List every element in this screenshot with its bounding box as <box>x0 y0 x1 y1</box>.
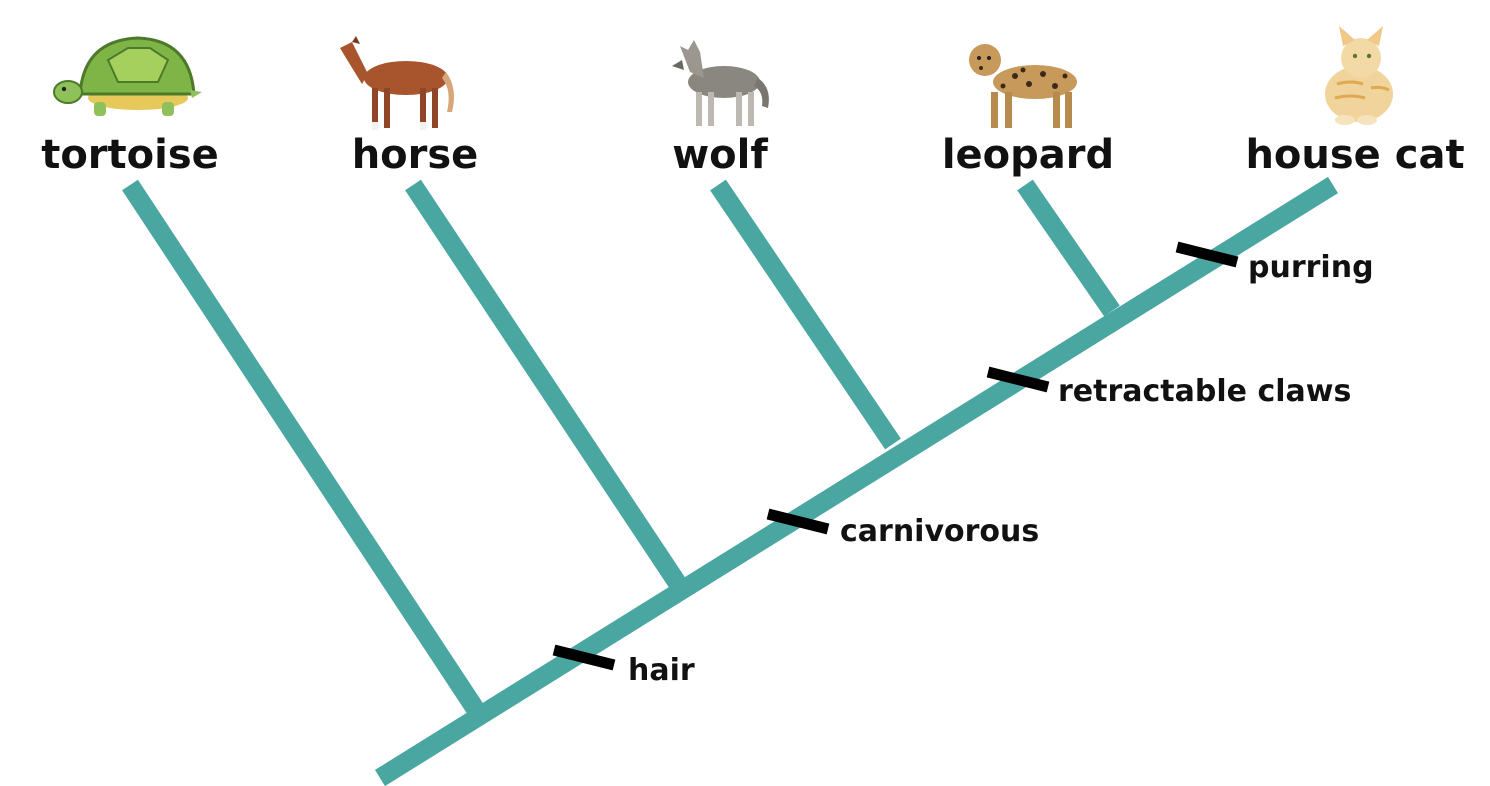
taxon-label-wolf: wolf <box>672 132 768 178</box>
trait-labels: hair carnivorous retractable claws purri… <box>628 250 1374 688</box>
taxon-label-tortoise: tortoise <box>41 132 219 178</box>
trait-mark-retractable-claws <box>986 366 1050 393</box>
horse-icon <box>340 36 454 130</box>
taxon-labels: tortoise horse wolf leopard house cat <box>41 132 1464 178</box>
trait-label-retractable-claws: retractable claws <box>1058 374 1351 409</box>
taxon-label-leopard: leopard <box>942 132 1114 178</box>
trait-mark-hair <box>552 644 616 671</box>
branch-wolf <box>710 179 901 450</box>
wolf-icon <box>672 40 769 126</box>
trait-label-carnivorous: carnivorous <box>840 514 1039 549</box>
trait-mark-purring <box>1175 241 1239 268</box>
leopard-icon <box>969 44 1077 128</box>
taxon-label-horse: horse <box>352 132 479 178</box>
branch-tortoise <box>122 179 488 722</box>
taxon-label-house-cat: house cat <box>1245 132 1464 178</box>
house-cat-icon <box>1325 26 1393 125</box>
branch-leopard <box>1017 179 1120 317</box>
trait-mark-carnivorous <box>766 508 830 535</box>
trait-marks <box>552 241 1239 671</box>
branches <box>122 176 1339 786</box>
tortoise-icon <box>53 36 202 116</box>
trait-label-hair: hair <box>628 653 695 688</box>
main-trunk <box>374 176 1339 786</box>
branch-horse <box>405 179 688 593</box>
trait-label-purring: purring <box>1248 250 1374 285</box>
